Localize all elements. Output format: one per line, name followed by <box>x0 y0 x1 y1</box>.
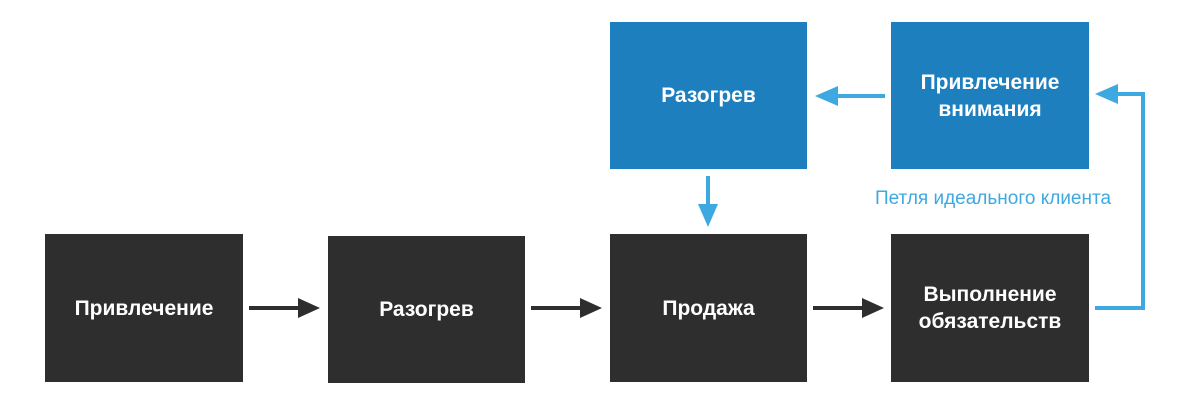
arrow-warmup-to-sale-loop <box>698 176 718 227</box>
arrow-warmup-to-sale <box>531 298 602 318</box>
loop-label: Петля идеального клиента <box>874 188 1112 209</box>
arrow-attraction-to-warmup <box>249 298 320 318</box>
node-sale: Продажа <box>610 234 807 382</box>
node-warmup-loop-label: Разогрев <box>661 84 756 107</box>
node-fulfillment-label: Выполнение обязательств <box>918 283 1062 333</box>
node-attention: Привлечение внимания <box>891 22 1089 169</box>
node-warmup-label: Разогрев <box>379 298 474 321</box>
node-warmup-loop: Разогрев <box>610 22 807 169</box>
arrow-fulfillment-to-attention <box>1095 84 1145 310</box>
node-attraction: Привлечение <box>45 234 243 382</box>
node-sale-label: Продажа <box>662 296 755 320</box>
arrow-attention-to-warmup <box>815 86 885 106</box>
node-attraction-label: Привлечение <box>74 296 214 320</box>
arrow-sale-to-fulfillment <box>813 298 884 318</box>
node-warmup: Разогрев <box>328 236 525 383</box>
node-attention-label: Привлечение внимания <box>920 70 1060 121</box>
node-fulfillment: Выполнение обязательств <box>891 234 1089 382</box>
